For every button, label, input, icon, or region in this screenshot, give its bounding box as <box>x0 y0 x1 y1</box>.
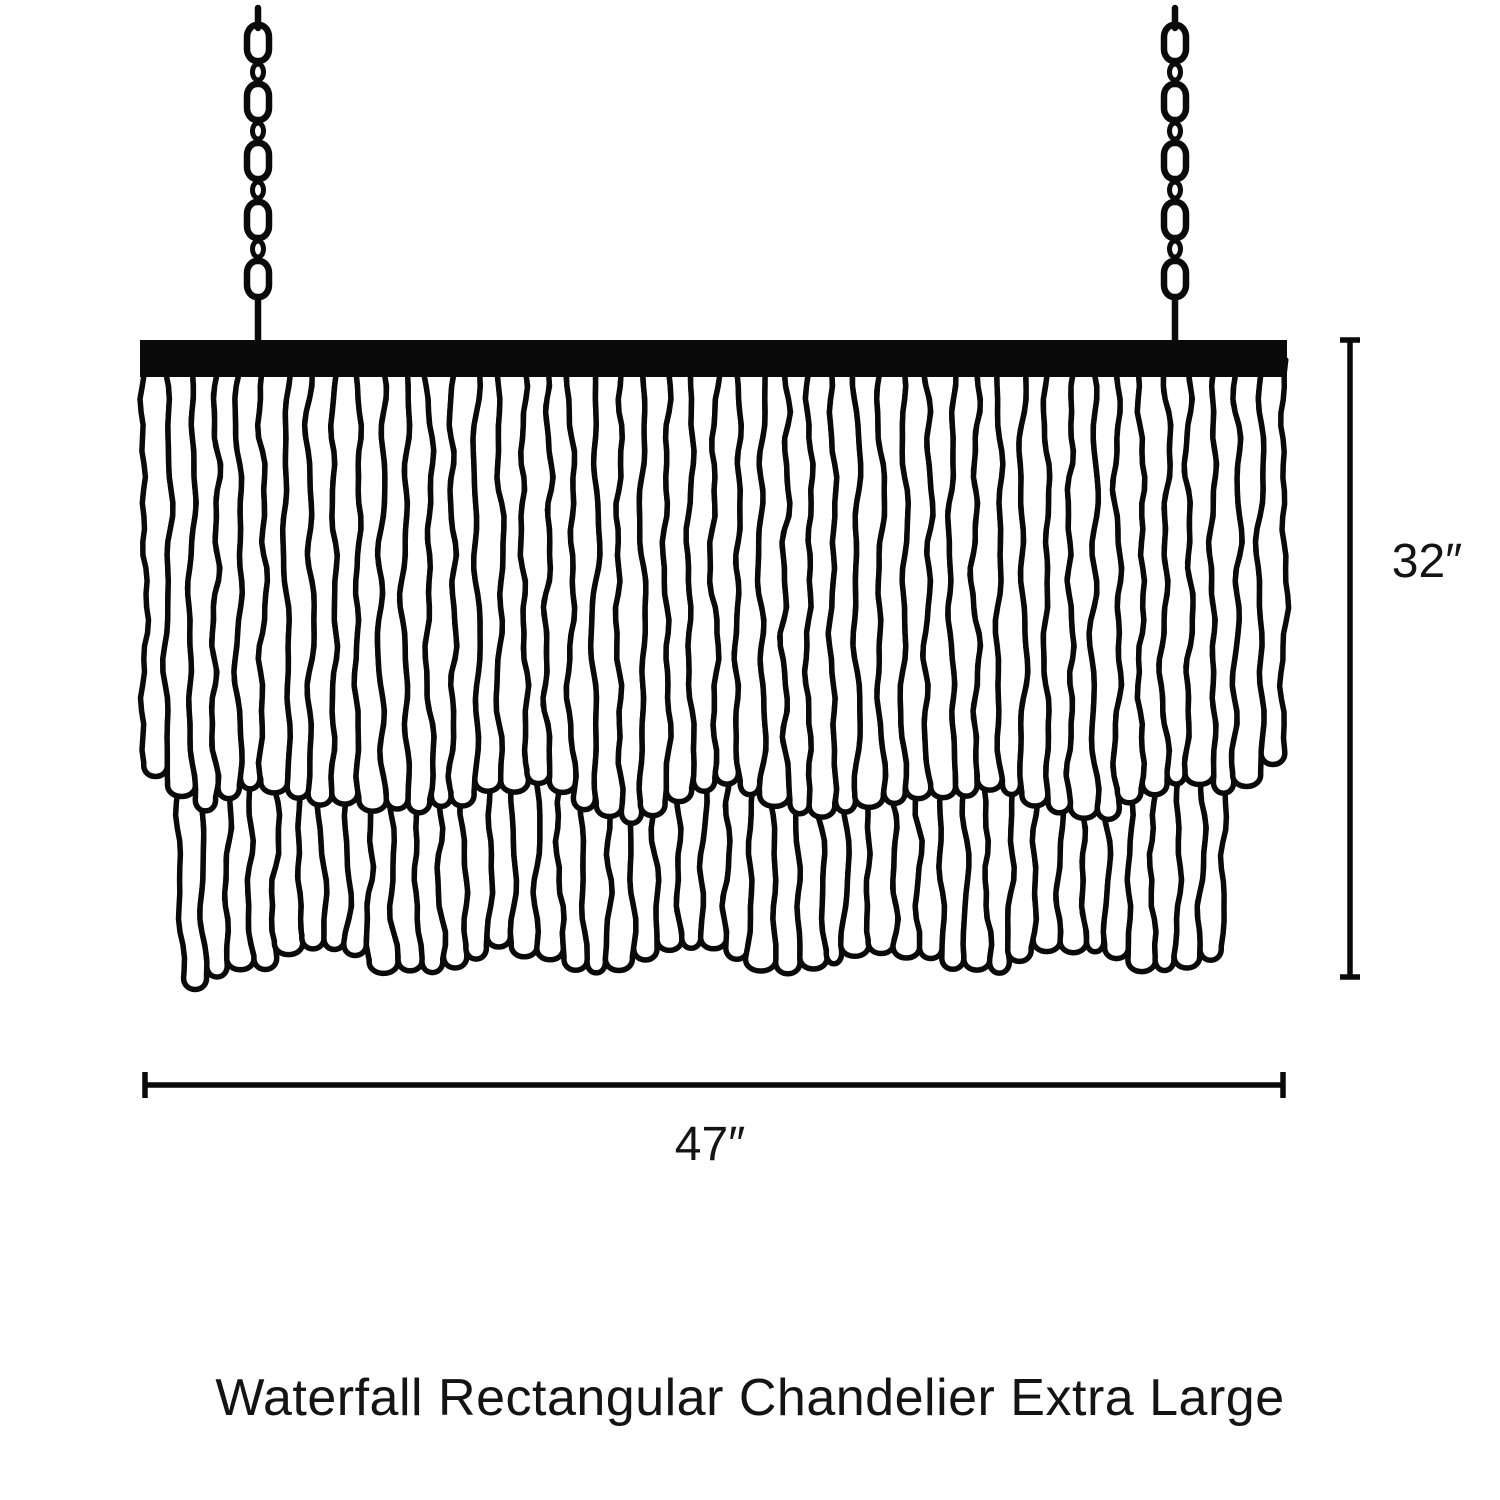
canopy-bar <box>140 340 1287 377</box>
height-dimension-line <box>1340 337 1360 980</box>
chain-link <box>243 257 273 301</box>
chain-connector <box>1167 61 1183 83</box>
chain-connector <box>250 179 266 201</box>
chain-left <box>243 4 273 344</box>
chain-connector <box>1167 238 1183 260</box>
chain-connector <box>1167 179 1183 201</box>
chain-link <box>1160 139 1190 183</box>
chain-link <box>1160 198 1190 242</box>
product-caption: Waterfall Rectangular Chandelier Extra L… <box>215 1369 1285 1427</box>
chain-link <box>243 21 273 65</box>
chain-connector <box>250 238 266 260</box>
strand <box>1252 357 1292 768</box>
chain-link <box>243 139 273 183</box>
chain-link <box>1160 80 1190 124</box>
chain-link <box>1160 21 1190 65</box>
chain-link <box>243 80 273 124</box>
width-dimension-label: 47″ <box>675 1118 745 1171</box>
chain-connector <box>250 120 266 142</box>
height-dimension-label: 32″ <box>1392 535 1462 588</box>
chain-connector <box>250 61 266 83</box>
chain-link <box>243 198 273 242</box>
chain-right <box>1160 4 1190 344</box>
width-dimension-line <box>142 1072 1286 1098</box>
chain-connector <box>1167 120 1183 142</box>
chain-link <box>1160 257 1190 301</box>
strand-layer-front <box>137 357 1292 826</box>
